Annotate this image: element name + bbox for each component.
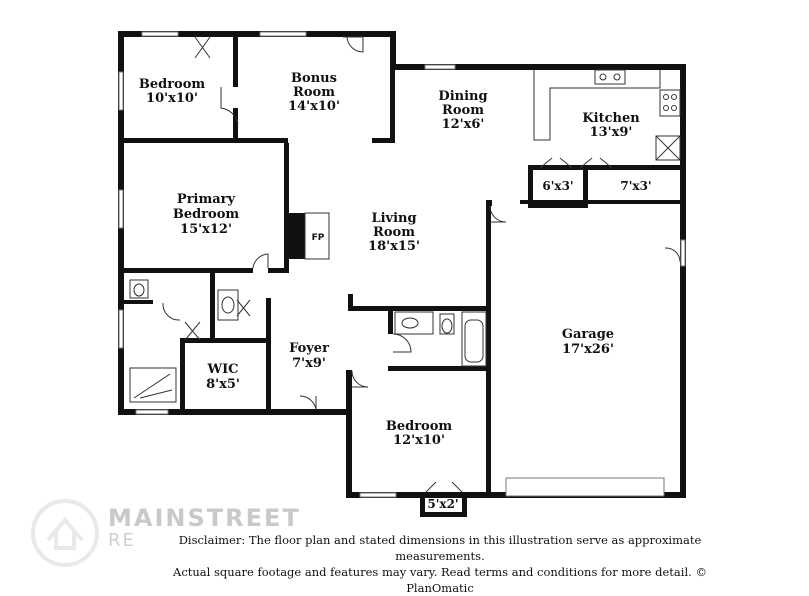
dining-room-dim: 12'x6' (442, 117, 485, 132)
watermark-text: MAINSTREET (108, 504, 301, 532)
kitchen-name: Kitchen (582, 111, 640, 126)
windows (118, 31, 686, 498)
garage-dim: 17'x26' (562, 342, 614, 357)
doors (162, 36, 681, 493)
bonus-room-dim: 14'x10' (288, 99, 340, 114)
primary-bedroom-dim: 15'x12' (180, 222, 232, 237)
closet-6x3-dim: 6'x3' (542, 179, 573, 193)
disclaimer-line1: Disclaimer: The floor plan and stated di… (178, 533, 702, 563)
disclaimer-line2: Actual square footage and features may v… (173, 565, 707, 595)
bedroom1-name: Bedroom (139, 77, 206, 92)
living-room-dim: 18'x15' (368, 239, 420, 254)
primary-bedroom-name-line2: Bedroom (173, 207, 240, 222)
foyer-dim: 7'x9' (292, 356, 326, 371)
bedroom2-name: Bedroom (386, 419, 453, 434)
bonus-room-name-line1: Bonus (291, 71, 337, 86)
bedroom1-dim: 10'x10' (146, 91, 198, 106)
wic-name: WIC (206, 362, 238, 377)
closet-5x2-dim: 5'x2' (427, 497, 458, 511)
kitchen-dim: 13'x9' (590, 125, 633, 140)
living-room-name-line2: Room (373, 225, 415, 240)
primary-bedroom-name-line1: Primary (177, 192, 236, 207)
dining-room-name-line2: Room (442, 103, 484, 118)
interior-walls (118, 31, 686, 498)
fireplace-label: FP (312, 233, 325, 243)
garage-name: Garage (562, 327, 614, 342)
closet-7x3-dim: 7'x3' (620, 179, 651, 193)
disclaimer: Disclaimer: The floor plan and stated di… (140, 532, 740, 596)
wic-dim: 8'x5' (206, 377, 240, 392)
room-labels: Bedroom 10'x10' Bonus Room 14'x10' Dinin… (139, 71, 652, 511)
watermark-subtext: RE (108, 530, 136, 551)
watermark-logo (30, 498, 100, 573)
fixtures (129, 69, 681, 403)
living-room-name-line1: Living (371, 211, 416, 226)
foyer-name: Foyer (289, 341, 329, 356)
bonus-room-name-line2: Room (293, 85, 335, 100)
dining-room-name-line1: Dining (438, 89, 487, 104)
bedroom2-dim: 12'x10' (393, 433, 445, 448)
